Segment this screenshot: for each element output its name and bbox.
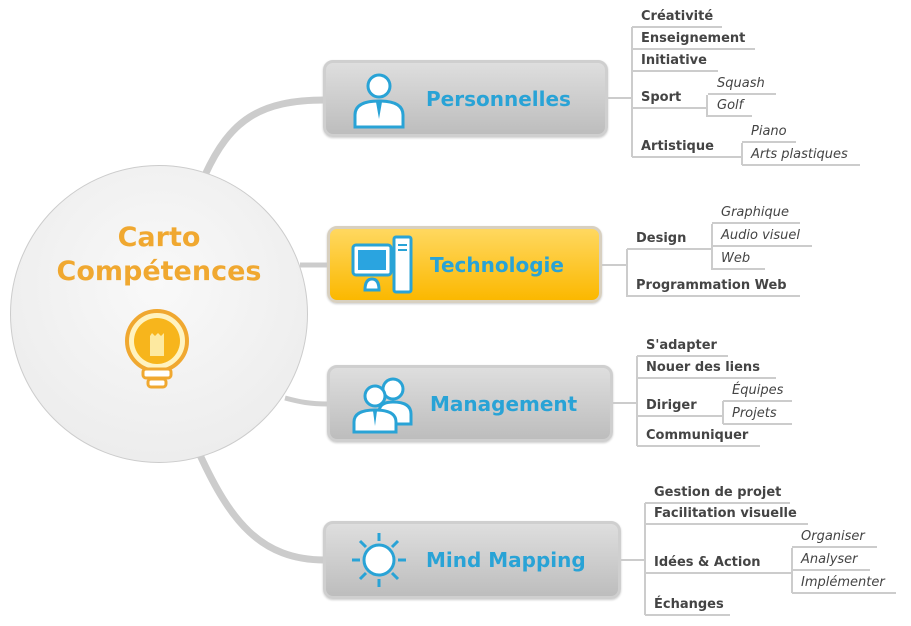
subtopic-item[interactable]: Arts plastiques	[751, 147, 848, 162]
subtopic-item[interactable]: Facilitation visuelle	[654, 506, 797, 521]
topic-mind-mapping[interactable]: Mind Mapping	[323, 521, 621, 599]
central-topic-title: Carto Compétences	[11, 221, 307, 289]
subtopic-item[interactable]: Web	[721, 251, 751, 266]
subtopic-item[interactable]: Initiative	[641, 53, 707, 68]
topic-label: Personnelles	[426, 86, 571, 111]
lightbulb-icon	[125, 309, 189, 389]
subtopic-item[interactable]: Créativité	[641, 9, 714, 24]
subtopic-item[interactable]: Graphique	[721, 205, 789, 220]
person-icon	[353, 73, 405, 128]
subtopic-item[interactable]: Programmation Web	[636, 278, 787, 293]
title-line-1: Carto	[117, 222, 201, 253]
subtopic-item[interactable]: Artistique	[641, 139, 714, 154]
subtopic-item[interactable]: Idées & Action	[654, 555, 761, 570]
title-line-2: Compétences	[56, 256, 262, 287]
topic-personnelles[interactable]: Personnelles	[323, 60, 608, 137]
subtopic-item[interactable]: Nouer des liens	[646, 360, 760, 375]
subtopic-item[interactable]: Analyser	[801, 552, 858, 567]
subtopic-item[interactable]: Enseignement	[641, 31, 746, 46]
people-icon	[352, 377, 413, 433]
subtopic-item[interactable]: Communiquer	[646, 428, 749, 443]
subtopic-item[interactable]: Implémenter	[801, 575, 885, 590]
subtopic-item[interactable]: Squash	[717, 76, 765, 91]
computer-icon	[351, 235, 413, 293]
subtopic-item[interactable]: Diriger	[646, 398, 697, 413]
subtopic-item[interactable]: Gestion de projet	[654, 485, 782, 500]
sun-icon	[352, 533, 406, 587]
subtopic-item[interactable]: Audio visuel	[721, 228, 801, 243]
subtopic-item[interactable]: Organiser	[801, 529, 865, 544]
topic-label: Technologie	[430, 252, 564, 277]
subtopic-item[interactable]: Projets	[732, 406, 777, 421]
topic-label: Mind Mapping	[426, 548, 586, 572]
subtopic-item[interactable]: Golf	[717, 98, 744, 113]
subtopic-item[interactable]: Piano	[751, 124, 787, 139]
subtopic-item[interactable]: S'adapter	[646, 338, 717, 353]
topic-label: Management	[430, 391, 578, 416]
subtopic-item[interactable]: Sport	[641, 90, 682, 105]
topic-management[interactable]: Management	[327, 365, 613, 442]
subtopic-item[interactable]: Échanges	[654, 597, 724, 612]
central-topic[interactable]: Carto Compétences	[10, 165, 308, 463]
subtopic-item[interactable]: Design	[636, 231, 687, 246]
subtopic-item[interactable]: Équipes	[732, 383, 784, 398]
topic-technologie[interactable]: Technologie	[327, 226, 602, 303]
